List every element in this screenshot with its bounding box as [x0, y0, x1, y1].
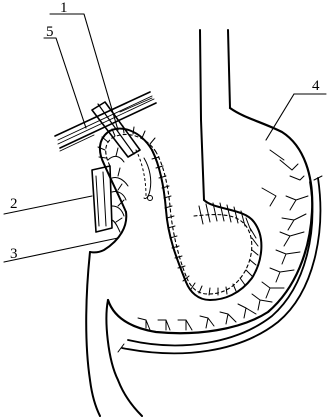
- label-5: 5: [46, 24, 54, 40]
- label-3: 3: [10, 246, 18, 262]
- esophagus: [200, 30, 230, 200]
- label-2: 2: [10, 196, 18, 212]
- muscle-band: [55, 92, 156, 151]
- stomach-wall: [86, 108, 312, 416]
- label-4: 4: [312, 78, 320, 94]
- leader-lines: [4, 14, 326, 262]
- label-1: 1: [60, 0, 68, 16]
- left-gastric-vessels: [92, 148, 128, 232]
- gastroepiploic-vessels: [118, 150, 322, 353]
